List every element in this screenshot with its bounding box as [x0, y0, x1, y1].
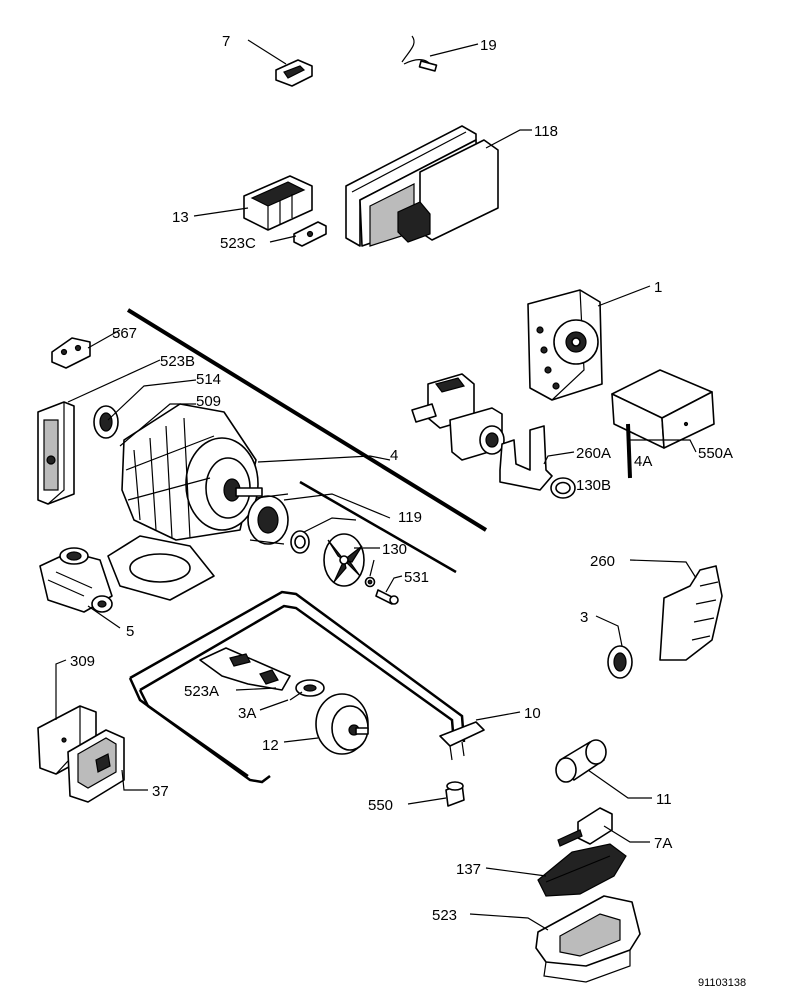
part-labels: 7 19 118 13 523C 1 567 523B 514 509 4 26…: [70, 33, 746, 989]
part-motor-gasket: [107, 535, 215, 601]
label-3a: 3A: [238, 705, 256, 722]
part-7a: [557, 807, 613, 847]
part-260a: [499, 425, 553, 491]
part-19: [401, 35, 438, 72]
part-550a: [611, 369, 715, 449]
label-4: 4: [390, 447, 398, 464]
label-4a: 4A: [634, 453, 652, 470]
label-550a: 550A: [698, 445, 733, 462]
part-118: [345, 125, 499, 247]
label-523c: 523C: [220, 235, 256, 252]
leader-lines: [55, 39, 697, 931]
part-514: [93, 405, 119, 439]
part-567: [51, 337, 91, 369]
label-509: 509: [196, 393, 221, 410]
part-550: [445, 781, 465, 807]
part-523b: [37, 401, 75, 505]
label-309: 309: [70, 653, 95, 670]
part-pressure-valve: [411, 373, 505, 461]
label-260a: 260A: [576, 445, 611, 462]
label-523b: 523B: [160, 353, 195, 370]
label-119: 119: [398, 509, 422, 526]
label-130b: 130B: [576, 477, 611, 494]
part-impeller: [323, 533, 365, 587]
divider-line: [126, 308, 488, 532]
part-10: [128, 590, 485, 784]
part-523a: [199, 647, 291, 691]
part-1: [527, 289, 603, 401]
part-137: [537, 843, 627, 897]
part-37: [67, 729, 125, 803]
part-13: [243, 175, 313, 231]
label-37: 37: [152, 783, 169, 800]
drawing-code: 91103138: [698, 977, 746, 989]
part-5: [39, 547, 113, 613]
part-3a: [289, 679, 325, 701]
part-119: [290, 530, 310, 554]
part-260: [659, 565, 723, 661]
label-550: 550: [368, 797, 393, 814]
part-11: [555, 739, 607, 783]
part-7: [275, 59, 313, 87]
part-531: [375, 589, 399, 605]
label-5: 5: [126, 623, 134, 640]
label-523: 523: [432, 907, 457, 924]
label-10: 10: [524, 705, 541, 722]
bracket-4a: [626, 423, 632, 479]
part-523c: [293, 221, 327, 247]
part-509: [121, 403, 263, 541]
part-3: [607, 645, 633, 679]
label-514: 514: [196, 371, 221, 388]
label-260: 260: [590, 553, 615, 570]
label-130: 130: [382, 541, 407, 558]
divider-line-2: [299, 480, 457, 574]
label-7: 7: [222, 33, 230, 50]
label-12: 12: [262, 737, 279, 754]
part-130b: [550, 477, 576, 499]
part-4-pump: [247, 493, 289, 545]
label-3: 3: [580, 609, 588, 626]
label-523a: 523A: [184, 683, 219, 700]
label-13: 13: [172, 209, 189, 226]
label-137: 137: [456, 861, 481, 878]
part-12: [315, 693, 369, 755]
label-1: 1: [654, 279, 662, 296]
label-7a: 7A: [654, 835, 672, 852]
part-130: [364, 576, 376, 588]
label-567: 567: [112, 325, 137, 342]
part-523: [535, 895, 641, 983]
label-118: 118: [534, 123, 558, 140]
label-19: 19: [480, 37, 497, 54]
label-531: 531: [404, 569, 429, 586]
label-11: 11: [656, 791, 672, 808]
